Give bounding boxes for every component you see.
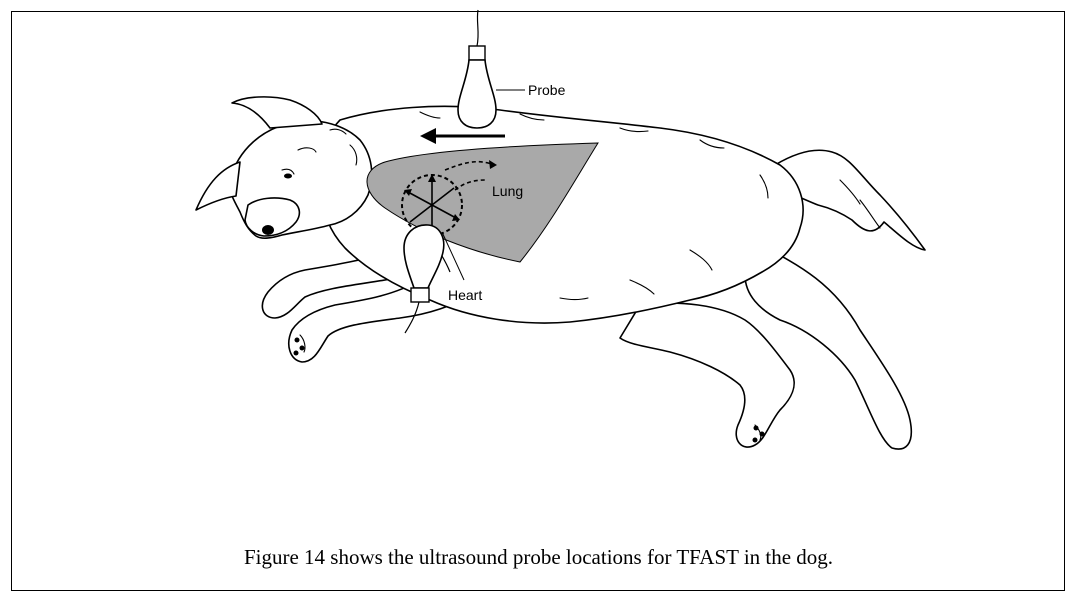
dog-hind-leg-front [620, 303, 794, 447]
dog-ear-side [196, 162, 240, 210]
dog-ear-top [232, 97, 322, 128]
dog-eye [284, 174, 292, 179]
heart-label: Heart [448, 287, 482, 303]
probe-label: Probe [528, 82, 566, 98]
probe-top [458, 10, 496, 128]
lung-label: Lung [492, 183, 523, 199]
dog-nose [262, 225, 274, 235]
dog-torso [322, 106, 803, 323]
figure-caption: Figure 14 shows the ultrasound probe loc… [0, 545, 1077, 570]
probe-body [458, 60, 496, 128]
